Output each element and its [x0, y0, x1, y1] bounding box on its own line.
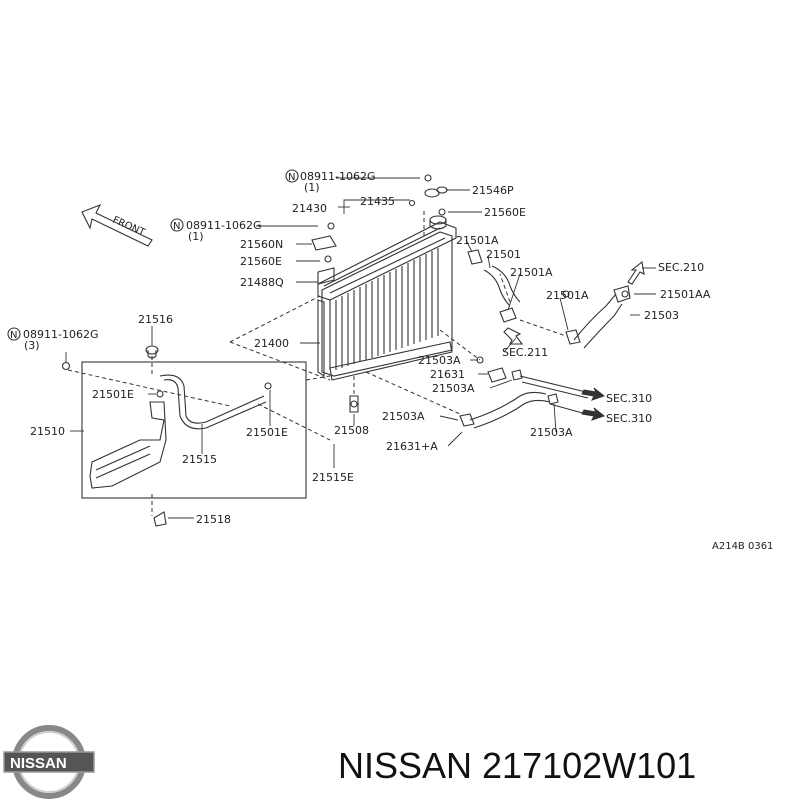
front-label: FRONT [111, 215, 147, 239]
label-21516: 21516 [138, 313, 173, 326]
label-21560E-top: 21560E [484, 206, 526, 219]
label-21515: 21515 [182, 453, 217, 466]
right-hose [565, 285, 631, 349]
label-08911-left: 08911-1062G [23, 328, 98, 341]
front-arrow-icon: FRONT [81, 203, 153, 247]
guide-lines [67, 210, 567, 516]
label-21501A-2: 21501A [510, 266, 553, 279]
label-08911-mid-qty: (1) [188, 230, 204, 243]
fasteners [61, 290, 629, 413]
brand-logo-text: NISSAN [10, 755, 67, 772]
label-21503A-3: 21503A [382, 410, 425, 423]
circled-n-icon: N [170, 218, 184, 232]
sec310-arrow-icon [581, 387, 606, 401]
sec211-arrow-icon [503, 327, 524, 345]
label-21435: 21435 [360, 195, 395, 208]
radiator-cap [408, 174, 448, 230]
nissan-logo-icon: NISSAN [3, 725, 95, 799]
mounting-brackets [311, 222, 337, 285]
sec210-arrow-icon [627, 260, 645, 285]
svg-text:N: N [10, 330, 17, 341]
label-21400: 21400 [254, 337, 289, 350]
label-21501E-1: 21501E [92, 388, 134, 401]
label-21631: 21631 [430, 368, 465, 381]
label-21560N: 21560N [240, 238, 283, 251]
label-08911-mid: 08911-1062G [186, 219, 261, 232]
leader-lines [65, 177, 656, 519]
radiator-core [317, 221, 457, 381]
sec310-arrow-icon [581, 407, 606, 421]
label-21503A-1: 21503A [418, 354, 461, 367]
svg-text:N: N [288, 172, 295, 183]
label-sec210: SEC.210 [658, 261, 704, 274]
label-21518: 21518 [196, 513, 231, 526]
label-sec310-2: SEC.310 [606, 412, 652, 425]
label-21503: 21503 [644, 309, 679, 322]
label-21501A-1: 21501A [456, 234, 499, 247]
part-title: NISSAN 217102W101 [338, 745, 696, 786]
label-21503A-4: 21503A [530, 426, 573, 439]
label-21488Q: 21488Q [240, 276, 284, 289]
label-sec310-1: SEC.310 [606, 392, 652, 405]
label-21430: 21430 [292, 202, 327, 215]
label-21515E: 21515E [312, 471, 354, 484]
label-21501: 21501 [486, 248, 521, 261]
label-21510: 21510 [30, 425, 65, 438]
diagram-ref-code: A214B 0361 [712, 541, 773, 552]
label-21546P: 21546P [472, 184, 514, 197]
label-21508: 21508 [334, 424, 369, 437]
label-21501A-3: 21501A [546, 289, 589, 302]
label-21560E-mid: 21560E [240, 255, 282, 268]
label-21631A: 21631+A [386, 440, 438, 453]
label-21501AA: 21501AA [660, 288, 711, 301]
label-21501E-2: 21501E [246, 426, 288, 439]
label-21503A-2: 21503A [432, 382, 475, 395]
lower-hoses [459, 367, 589, 429]
label-08911-top-qty: (1) [304, 181, 320, 194]
label-08911-left-qty: (3) [24, 339, 40, 352]
circled-n-icon: N [7, 327, 21, 341]
label-sec211: SEC.211 [502, 346, 548, 359]
label-08911-top: 08911-1062G [300, 170, 375, 183]
circled-n-icon: N [285, 169, 299, 183]
svg-text:N: N [173, 221, 180, 232]
